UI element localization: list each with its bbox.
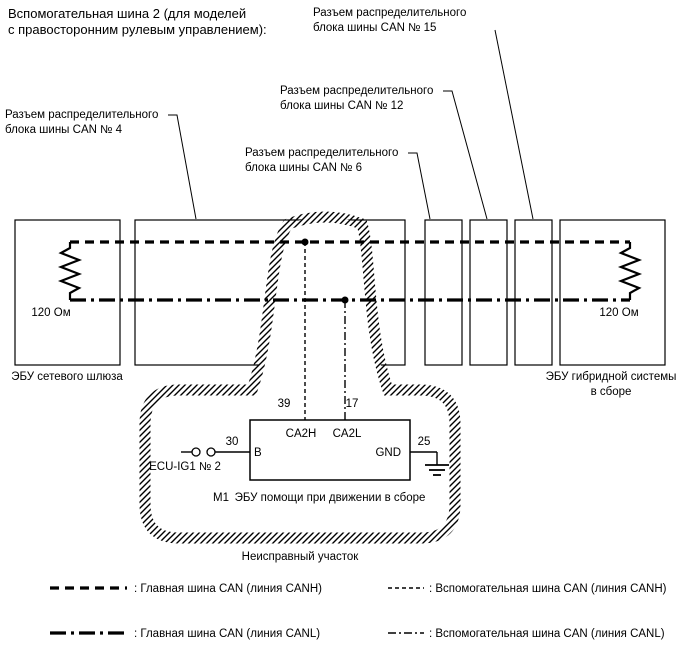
terminal-ca2h-label: CA2H [286, 428, 317, 440]
legend-aux-canl-label: : Вспомогательная шина CAN (линия CANL) [429, 628, 665, 640]
gateway-ecu-box [14, 219, 121, 366]
diagram-title-line1: Вспомогательная шина 2 (для моделей [8, 6, 246, 21]
junction-connector-6-box [424, 219, 463, 366]
legend-aux-canh-label: : Вспомогательная шина CAN (линия CANH) [429, 583, 667, 595]
assist-ecu-name: ЭБУ помощи при движении в сборе [235, 492, 426, 504]
terminal-b-label: B [254, 447, 262, 459]
pin-17-label: 17 [346, 398, 359, 410]
leader-line-connector-15 [494, 29, 534, 220]
connector-12-label-line1: Разъем распределительного [280, 85, 433, 97]
junction-connector-12-box [469, 219, 508, 366]
connector-15-label-line1: Разъем распределительного [313, 7, 466, 19]
hybrid-ecu-name-line2: в сборе [591, 386, 632, 398]
legend-main-canl-label: : Главная шина CAN (линия CANL) [134, 628, 320, 640]
terminal-gnd-label: GND [375, 447, 401, 459]
fault-area-outline [139, 211, 461, 544]
connector-6-label-line1: Разъем распределительного [245, 147, 398, 159]
leader-line-connector-6 [408, 152, 431, 220]
hybrid-ecu-name-line1: ЭБУ гибридной системы [546, 371, 677, 383]
terminal-ca2l-label: CA2L [333, 428, 362, 440]
canh-junction-dot [301, 238, 309, 246]
canl-junction-dot [341, 296, 349, 304]
leader-line-connector-12 [443, 90, 488, 220]
fault-area-mask [145, 217, 455, 538]
pin-39-label: 39 [278, 398, 291, 410]
component-code-label: M1 [213, 492, 229, 504]
legend-main-canh-label: : Главная шина CAN (линия CANH) [134, 583, 322, 595]
gateway-ecu-name: ЭБУ сетевого шлюза [11, 371, 123, 383]
connector-contact-right-icon [206, 447, 216, 457]
connector-12-label-line2: блока шины CAN № 12 [280, 100, 403, 112]
pin-30-label: 30 [226, 436, 239, 448]
leader-line-connector-4 [168, 114, 197, 220]
left-resistor-value: 120 Ом [31, 307, 70, 319]
diagram-title-line2: с правосторонним рулевым управлением): [8, 22, 267, 37]
pin-25-label: 25 [418, 436, 431, 448]
connector-contact-left-icon [191, 447, 201, 457]
fault-area-label: Неисправный участок [242, 551, 360, 563]
terminating-resistor-left-icon [57, 242, 83, 300]
terminating-resistor-right-icon [617, 242, 643, 300]
connector-4-label-line1: Разъем распределительного [5, 109, 158, 121]
power-source-label: ECU-IG1 № 2 [149, 461, 221, 473]
connector-6-label-line2: блока шины CAN № 6 [245, 162, 362, 174]
junction-connector-15-box [514, 219, 553, 366]
drive-assist-ecu-box [249, 419, 411, 481]
hybrid-ecu-box [559, 219, 666, 366]
right-resistor-value: 120 Ом [599, 307, 638, 319]
connector-15-label-line2: блока шины CAN № 15 [313, 22, 436, 34]
ground-symbol-icon [425, 452, 449, 476]
connector-4-label-line2: блока шины CAN № 4 [5, 124, 123, 136]
